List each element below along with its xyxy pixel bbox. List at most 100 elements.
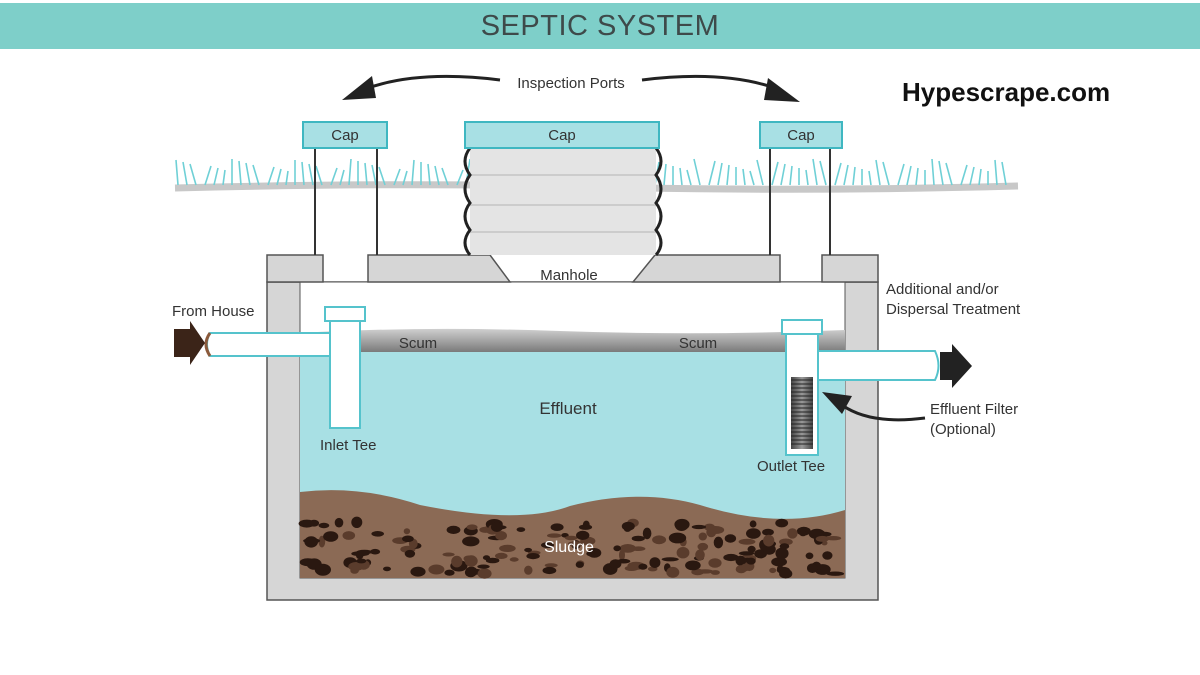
grass-blade (726, 164, 730, 186)
sludge-layer (300, 490, 845, 578)
outlet-pipe (814, 350, 940, 381)
sludge-particle (826, 571, 845, 576)
sludge-particle (747, 545, 756, 553)
sludge-particle (477, 564, 490, 569)
sludge-particle (495, 531, 507, 541)
effluent-filter (791, 377, 813, 449)
sludge-particle (524, 547, 532, 553)
title-banner: SEPTIC SYSTEM (0, 3, 1200, 49)
sludge-particle (526, 553, 540, 560)
effluent-filter-label-line2: (Optional) (930, 421, 996, 438)
sludge-particle (404, 549, 416, 558)
sludge-particle (738, 551, 755, 556)
sludge-particle (403, 528, 411, 535)
sludge-label: Sludge (544, 539, 594, 556)
grass-blade (938, 160, 944, 186)
grass-blade (693, 158, 701, 186)
grass-blade (978, 168, 982, 186)
sludge-particle (749, 520, 757, 528)
grass-blade (843, 164, 849, 186)
sludge-particle (444, 569, 455, 576)
grass-blade (378, 166, 386, 186)
grass-blade (708, 160, 716, 186)
sludge-particle (575, 561, 584, 568)
top-slabs (266, 254, 879, 283)
grass-blade (931, 158, 935, 186)
sludge-particle (351, 516, 363, 528)
sludge-particle (624, 565, 639, 572)
sludge-particle (710, 570, 720, 575)
grass-blade (441, 167, 449, 186)
sludge-particle (542, 566, 557, 575)
manhole-riser (463, 147, 663, 256)
sludge-particle (547, 533, 562, 538)
sludge-particle (649, 557, 661, 568)
grass-blade (749, 170, 755, 186)
scum-right-label: Scum (679, 335, 717, 352)
sludge-particle (675, 520, 689, 531)
grass-blade (1001, 161, 1007, 186)
sludge-particle (613, 545, 621, 552)
sludge-particle (499, 544, 516, 553)
grass-blade (182, 161, 188, 186)
sludge-particle (746, 557, 756, 565)
grass-blade (348, 158, 352, 186)
sludge-particle (442, 552, 455, 557)
sludge-particle (490, 522, 503, 532)
grass-blade (915, 167, 919, 186)
sludge-particle (567, 541, 585, 547)
cap-right-label: Cap (787, 127, 815, 144)
grass-blade (222, 169, 226, 186)
page-title: SEPTIC SYSTEM (480, 9, 720, 42)
sludge-particle (666, 566, 680, 578)
grass-blade (427, 163, 431, 186)
grass-blade (456, 169, 464, 186)
sludge-particle (769, 567, 777, 574)
sludge-particle (298, 519, 315, 528)
sludge-particle (738, 538, 756, 545)
sludge-particle (334, 517, 344, 528)
grass-blade (780, 163, 786, 186)
outlet-tee-label: Outlet Tee (757, 458, 825, 475)
additional-treatment-label-line2: Dispersal Treatment (886, 301, 1021, 318)
inlet-tee-label: Inlet Tee (320, 437, 376, 454)
sludge-particle (619, 549, 625, 561)
to-dispersal-arrow-icon (940, 344, 972, 388)
grass-blade (663, 163, 667, 186)
sludge-particle (516, 527, 526, 532)
sludge-particle (704, 523, 715, 531)
sludge-particle (451, 555, 463, 568)
sludge-particle (642, 527, 652, 540)
grass-blade (434, 165, 440, 186)
sludge-particle (713, 536, 724, 549)
watermark-text: Hypescrape.com (902, 77, 1111, 107)
sludge-particle (661, 557, 679, 562)
sludge-particle (825, 536, 842, 541)
sludge-particle (685, 560, 701, 571)
grass-blade (679, 167, 683, 186)
grass-blade (852, 166, 856, 186)
grass-blade (315, 165, 323, 186)
grass-blade (411, 159, 415, 186)
inspection-arrow-right (641, 74, 800, 102)
sludge-particle (495, 552, 508, 560)
grass-blade (330, 167, 338, 186)
sludge-particle (351, 551, 370, 557)
grass-blade (756, 159, 764, 186)
sludge-particle (446, 525, 461, 535)
sludge-particle (723, 553, 739, 562)
sludge-particle (619, 544, 636, 553)
grass-blade (238, 160, 242, 186)
sludge-particle (428, 564, 445, 575)
sludge-particle (741, 563, 750, 572)
grass-blade (686, 169, 692, 186)
inspection-port-posts (314, 148, 831, 255)
sludge-particle (578, 524, 593, 530)
grass-blade (960, 164, 968, 186)
grass-blade (875, 159, 881, 186)
sludge-particle (541, 542, 554, 549)
grass-blade (371, 164, 377, 186)
grass-blade (868, 170, 872, 186)
sludge-particle (621, 521, 635, 531)
